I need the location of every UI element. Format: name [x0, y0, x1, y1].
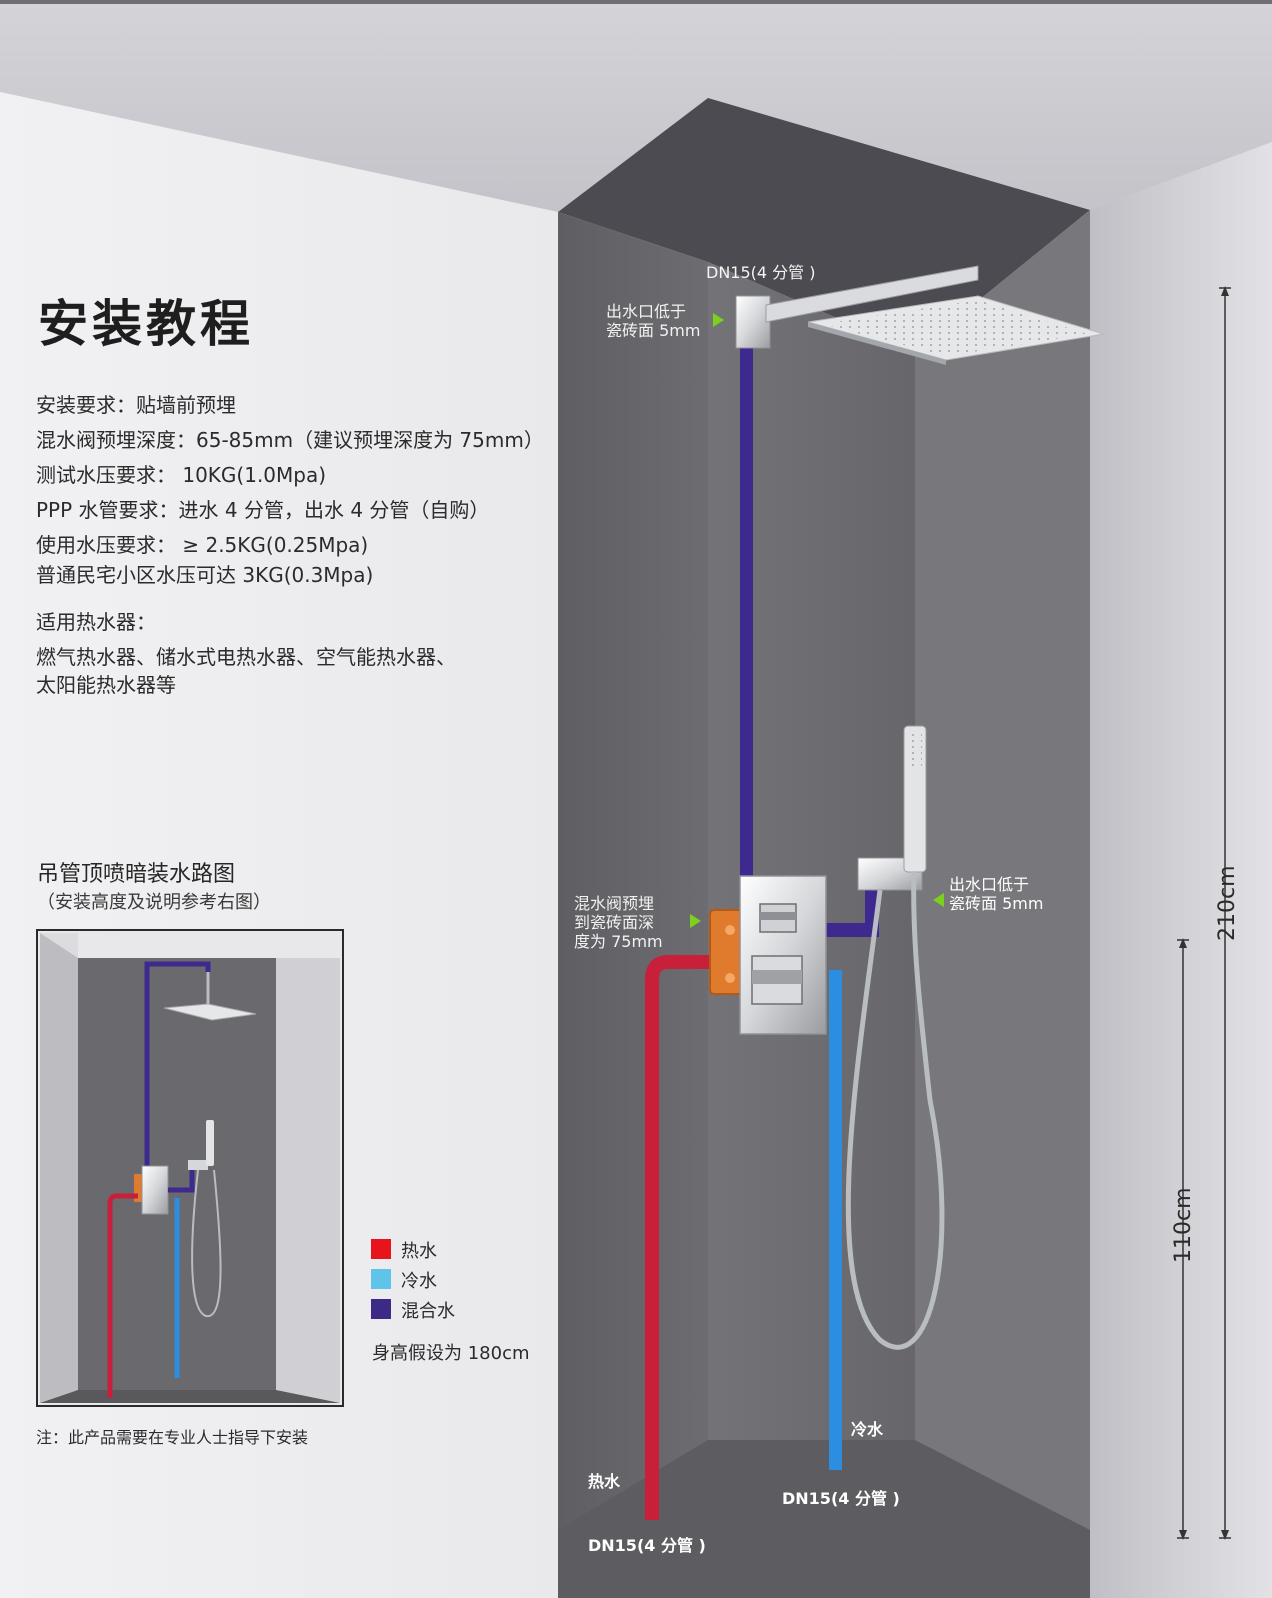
shower-wall-flange: [735, 295, 771, 349]
shower-arm: [765, 265, 979, 323]
pipe-label-cold: DN15(4 分管 ): [782, 1489, 900, 1508]
requirement-depth: 混水阀预埋深度：65-85mm（建议预埋深度为 75mm）: [36, 428, 544, 452]
height-assumption: 身高假设为 180cm: [372, 1343, 530, 1364]
cold-water-label: 冷水: [851, 1420, 884, 1439]
inset-diagram: [36, 929, 344, 1407]
legend-hot-label: 热水: [401, 1241, 437, 1262]
requirement-use-pressure: 使用水压要求： ≥ 2.5KG(0.25Mpa): [36, 533, 369, 557]
arrow-outlet-top: [713, 313, 724, 327]
pipe-label-top: DN15(4 分管 ): [706, 263, 816, 282]
heaters-line1: 燃气热水器、储水式电热水器、空气能热水器、: [36, 645, 456, 669]
arrow-outlet-right: [933, 893, 944, 907]
mixed-pipe-handshower: [813, 873, 879, 937]
shower-head-nozzles: [822, 300, 1088, 356]
legend-mixed-swatch: [371, 1299, 391, 1319]
heaters-heading: 适用热水器：: [36, 610, 156, 634]
shower-hose: [845, 871, 945, 1350]
hot-water-label: 热水: [588, 1472, 621, 1491]
niche-right-side: [915, 210, 1090, 1598]
legend-hot-swatch: [371, 1239, 391, 1259]
mixer-note-line2: 到瓷砖面深: [574, 913, 655, 932]
dimension-110: 110cm: [1171, 1187, 1196, 1263]
heaters-line2: 太阳能热水器等: [36, 673, 176, 697]
mixed-pipe-vertical: [740, 340, 753, 880]
legend-mixed-label: 混合水: [401, 1301, 455, 1322]
dimension-210: 210cm: [1215, 865, 1240, 941]
inset-title: 吊管顶喷暗装水路图: [37, 862, 236, 887]
top-edge-bar: [0, 0, 1272, 4]
requirement-residential: 普通民宅小区水压可达 3KG(0.3Mpa): [36, 563, 374, 587]
footer-note: 注：此产品需要在专业人士指导下安装: [36, 1428, 309, 1447]
pipe-label-hot: DN15(4 分管 ): [588, 1536, 706, 1555]
legend-cold-swatch: [371, 1269, 391, 1289]
mixer-faceplate: [739, 875, 827, 1035]
requirement-install: 安装要求：贴墙前预埋: [36, 393, 236, 417]
outlet-right-line2: 瓷砖面 5mm: [949, 894, 1044, 913]
niche-ceiling: [558, 98, 1090, 352]
legend-cold-label: 冷水: [401, 1271, 437, 1292]
niche-left-side: [558, 212, 708, 1598]
requirement-pipe: PPP 水管要求：进水 4 分管，出水 4 分管（自购）: [36, 498, 490, 522]
right-wall: [1090, 142, 1272, 1598]
outlet-top-line1: 出水口低于: [606, 302, 687, 321]
ceiling: [0, 4, 1272, 212]
arrow-mixer: [690, 914, 701, 928]
outlet-right-line1: 出水口低于: [949, 875, 1030, 894]
outlet-top-line2: 瓷砖面 5mm: [606, 321, 701, 340]
inset-subtitle: （安装高度及说明参考右图）: [37, 892, 271, 913]
mixer-note-line1: 混水阀预埋: [574, 894, 655, 913]
mixer-note-line3: 度为 75mm: [574, 932, 663, 951]
floor: [558, 1440, 1090, 1598]
page-title: 安装教程: [38, 295, 254, 353]
cold-pipe: [829, 970, 842, 1470]
requirement-test-pressure: 测试水压要求： 10KG(1.0Mpa): [36, 463, 327, 487]
hot-pipe: [645, 955, 720, 1520]
